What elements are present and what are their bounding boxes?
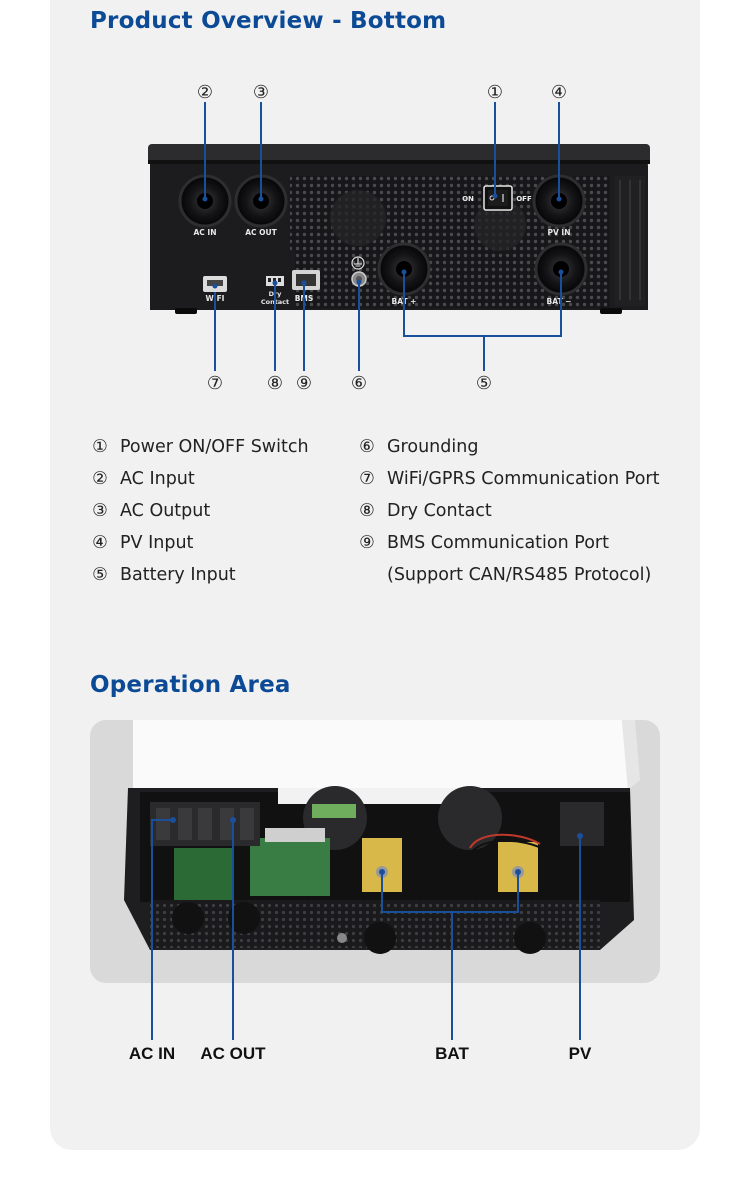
device-label-off: OFF bbox=[516, 195, 532, 203]
operation-title: Operation Area bbox=[90, 672, 291, 698]
callout-3: ③ bbox=[253, 82, 269, 103]
legend-number: ⑨ bbox=[359, 533, 375, 553]
legend-number: ③ bbox=[92, 501, 108, 521]
callout-1: ① bbox=[487, 82, 503, 103]
callout-6: ⑥ bbox=[351, 373, 367, 394]
legend-right: ⑥ Grounding ⑦ WiFi/GPRS Communication Port… bbox=[357, 437, 687, 597]
legend-number: ④ bbox=[92, 533, 108, 553]
callout-2: ② bbox=[197, 82, 213, 103]
legend-label: WiFi/GPRS Communication Port bbox=[387, 469, 660, 489]
callout-7: ⑦ bbox=[207, 373, 223, 394]
legend-label: AC Input bbox=[120, 469, 195, 489]
device-label-pv-in: PV IN bbox=[548, 228, 571, 237]
label-ac-in: AC IN bbox=[128, 1044, 176, 1063]
legend-label: Grounding bbox=[387, 437, 479, 457]
bat-minus-terminal bbox=[534, 242, 588, 296]
callout-8: ⑧ bbox=[267, 373, 283, 394]
legend-left: ① Power ON/OFF Switch ② AC Input ③ AC Outpu… bbox=[90, 437, 350, 597]
operation-diagram bbox=[90, 720, 660, 1040]
legend-label: (Support CAN/RS485 Protocol) bbox=[387, 565, 652, 585]
legend-label: BMS Communication Port bbox=[387, 533, 609, 553]
device-label-ac-out: AC OUT bbox=[245, 228, 277, 237]
device-label-ac-in: AC IN bbox=[194, 228, 217, 237]
legend-number: ⑧ bbox=[359, 501, 375, 521]
overview-title: Product Overview - Bottom bbox=[90, 8, 447, 34]
legend-label: AC Output bbox=[120, 501, 211, 521]
callout-5: ⑤ bbox=[476, 373, 492, 394]
device-label-bat-minus: BAT − bbox=[547, 297, 572, 306]
inverter-open-image bbox=[124, 720, 640, 954]
callout-9: ⑨ bbox=[296, 373, 312, 394]
leader-lines bbox=[204, 102, 562, 371]
operation-leader-lines bbox=[151, 819, 581, 1040]
legend-label: Battery Input bbox=[120, 565, 236, 585]
power-switch bbox=[483, 185, 513, 211]
legend-number: ② bbox=[92, 469, 108, 489]
legend-number: ⑦ bbox=[359, 469, 375, 489]
legend-label: Power ON/OFF Switch bbox=[120, 437, 309, 457]
legend-label: PV Input bbox=[120, 533, 194, 553]
callout-4: ④ bbox=[551, 82, 567, 103]
label-bat: BAT bbox=[435, 1044, 469, 1063]
device-label-on: ON bbox=[462, 195, 474, 203]
label-pv: PV bbox=[568, 1044, 592, 1063]
bms-port bbox=[292, 270, 320, 290]
legend-number: ⑤ bbox=[92, 565, 108, 585]
legend-number: ① bbox=[92, 437, 108, 457]
legend-label: Dry Contact bbox=[387, 501, 492, 521]
legend-number: ⑥ bbox=[359, 437, 375, 457]
overview-diagram: AC IN AC OUT ON OFF PV IN WIFI Dry Conta… bbox=[148, 82, 650, 394]
label-ac-out: AC OUT bbox=[200, 1044, 266, 1063]
